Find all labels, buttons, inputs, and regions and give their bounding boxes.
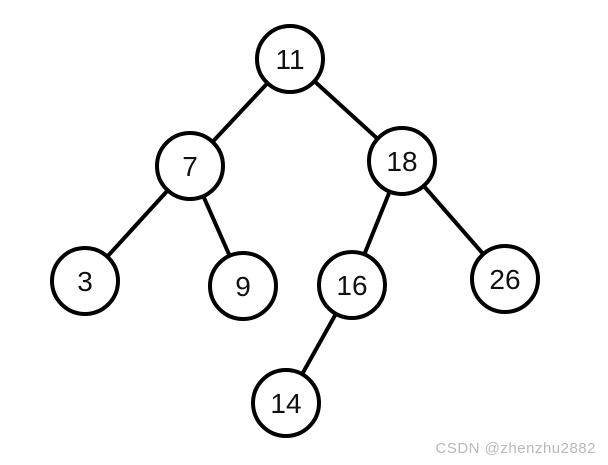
tree-node-circle-16	[317, 250, 387, 320]
tree-node-14: 14	[251, 368, 321, 438]
tree-node-circle-26	[470, 244, 540, 314]
tree-node-7: 7	[155, 131, 225, 201]
tree-node-label-11: 11	[275, 44, 304, 75]
tree-node-circle-3	[50, 246, 120, 316]
tree-node-9: 9	[208, 251, 278, 321]
tree-node-label-7: 7	[182, 151, 198, 182]
tree-node-circle-18	[367, 126, 437, 196]
tree-node-label-14: 14	[270, 388, 301, 419]
tree-node-label-16: 16	[336, 270, 367, 301]
tree-node-3: 3	[50, 246, 120, 316]
tree-node-16: 16	[317, 250, 387, 320]
tree-node-label-9: 9	[235, 271, 251, 302]
tree-node-11: 11	[255, 24, 325, 94]
tree-node-circle-7	[155, 131, 225, 201]
watermark-text: CSDN @zhenzhu2882	[435, 440, 596, 457]
tree-node-26: 26	[470, 244, 540, 314]
tree-node-label-18: 18	[386, 146, 417, 177]
tree-node-circle-14	[251, 368, 321, 438]
tree-node-18: 18	[367, 126, 437, 196]
tree-node-label-3: 3	[77, 266, 93, 297]
tree-node-circle-11	[255, 24, 325, 94]
tree-node-label-26: 26	[489, 264, 520, 295]
tree-node-circle-9	[208, 251, 278, 321]
